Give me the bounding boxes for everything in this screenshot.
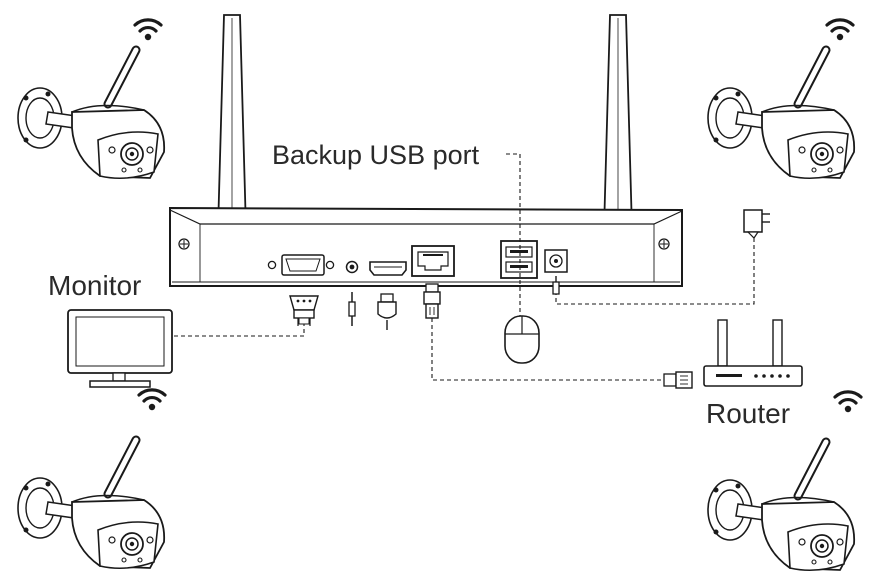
connection-lines [172, 153, 755, 381]
camera-icon [18, 440, 164, 568]
mouse-icon [504, 315, 540, 364]
backup-usb-port-label: Backup USB port [272, 140, 480, 170]
camera-bottom-left [18, 440, 164, 568]
dc-power-port [544, 249, 568, 273]
ethernet-port [411, 245, 455, 277]
vga-plug-icon [289, 295, 319, 326]
hdmi-port [369, 261, 407, 276]
vga-port [267, 254, 335, 276]
wifi-icon [825, 18, 855, 42]
wifi-icon [133, 18, 163, 42]
camera-icon [708, 442, 854, 570]
monitor-label: Monitor [48, 270, 142, 301]
nvr-recorder [169, 206, 683, 287]
router-icon [703, 319, 803, 387]
power-adapter-icon [743, 209, 770, 239]
dc-plug-icon [552, 276, 560, 295]
wifi-icon [137, 388, 167, 412]
camera-icon [708, 50, 854, 178]
usb-port [500, 240, 538, 279]
router-label: Router [706, 398, 791, 429]
ethernet-plug-icon [423, 283, 441, 319]
monitor-icon [67, 309, 173, 388]
audio-plug-icon [348, 292, 356, 326]
wifi-icon [833, 390, 863, 414]
camera-top-right [708, 50, 854, 178]
camera-icon [18, 50, 164, 178]
router-ethernet-plug-icon [663, 371, 693, 389]
camera-bottom-right [708, 442, 854, 570]
camera-top-left [18, 50, 164, 178]
audio-port [345, 260, 359, 274]
hdmi-plug-icon [377, 293, 397, 330]
